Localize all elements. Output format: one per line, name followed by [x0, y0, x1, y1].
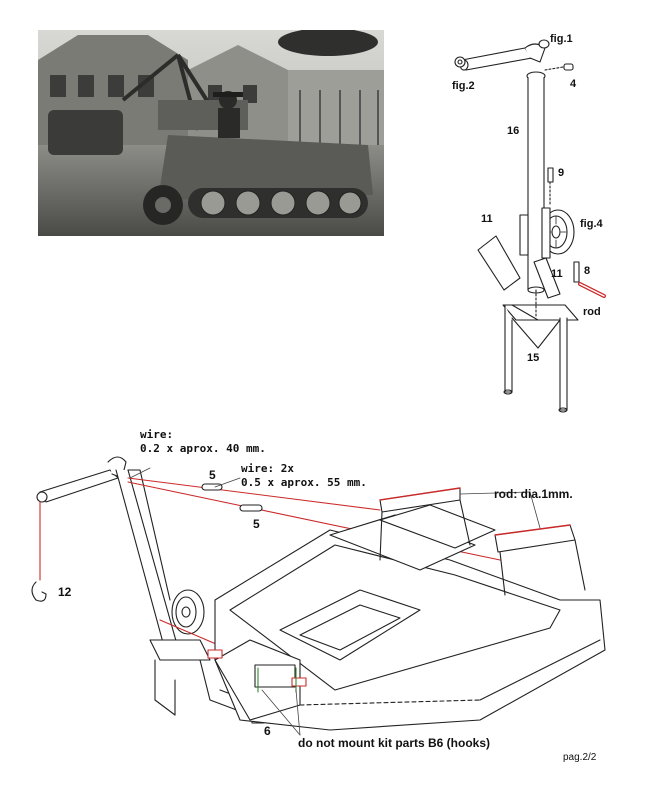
label-part-12: 12 — [58, 585, 72, 599]
rod-note: rod: dia.1mm. — [494, 487, 573, 501]
reference-photo-image — [38, 30, 384, 236]
wire-note-2-line2: 0.5 x aprox. 55 mm. — [241, 476, 367, 489]
label-part-8: 8 — [584, 265, 591, 277]
page-number: pag.2/2 — [563, 752, 597, 763]
label-rod: rod — [583, 306, 601, 318]
label-part-15: 15 — [527, 352, 540, 364]
label-part-4: 4 — [570, 78, 577, 90]
label-part-11a: 11 — [481, 213, 493, 225]
label-part-6: 6 — [264, 724, 271, 738]
wire-note-1-line1: wire: — [140, 428, 174, 441]
label-fig1: fig.1 — [550, 33, 573, 45]
assembled-crane — [31, 456, 501, 724]
label-part-5a: 5 — [209, 468, 216, 482]
label-part-9: 9 — [558, 167, 565, 179]
label-fig4: fig.4 — [580, 218, 603, 230]
wire-note-1-line2: 0.2 x aprox. 40 mm. — [140, 442, 266, 455]
reference-photo — [38, 30, 384, 236]
vehicle-hull — [207, 487, 606, 731]
leader-lines — [129, 467, 541, 736]
label-part-11b: 11 — [551, 268, 563, 280]
label-part-16: 16 — [507, 125, 520, 137]
hooks-warning: do not mount kit parts B6 (hooks) — [298, 736, 490, 750]
wire-note-2-line1: wire: 2x — [241, 462, 294, 475]
label-part-5b: 5 — [253, 517, 260, 531]
crane-exploded-view — [454, 39, 606, 413]
label-fig2: fig.2 — [452, 80, 475, 92]
